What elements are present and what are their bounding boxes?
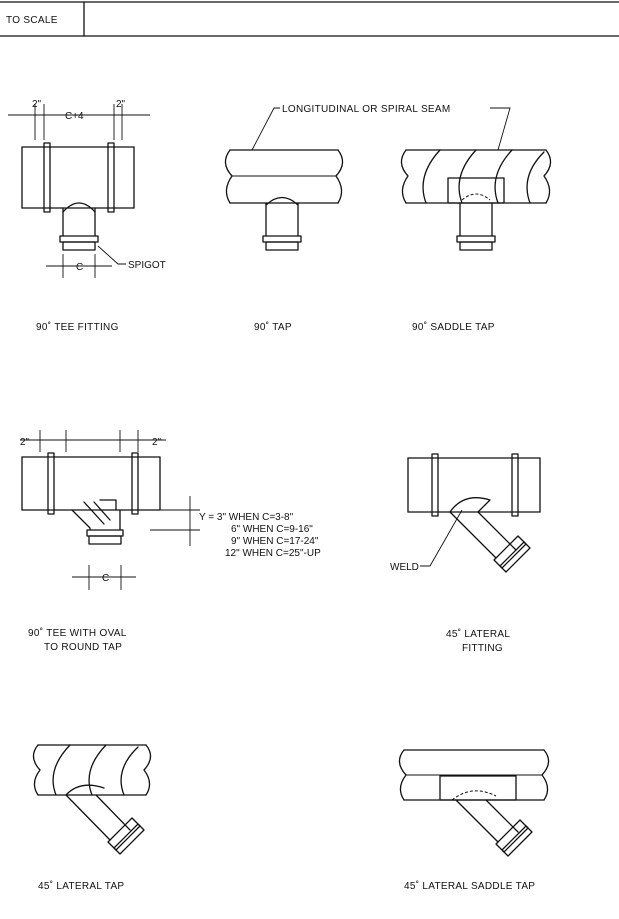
lateral-fitting-caption-line1: 45˚ LATERAL [446, 628, 510, 640]
lateral-fitting-drawing [407, 453, 541, 573]
saddle-tap-caption: 90˚ SADDLE TAP [412, 321, 495, 333]
spigot-label: SPIGOT [128, 260, 166, 271]
y-note-1: Y = 3" WHEN C=3-8" [199, 512, 294, 523]
tee-oval-caption-line2: TO ROUND TAP [44, 642, 122, 653]
lateral-tap-drawing [32, 744, 152, 855]
tee-oval-dim-right: 2" [152, 437, 162, 448]
tee-fitting-dim-right: 2" [116, 99, 126, 110]
tap-caption: 90˚ TAP [254, 321, 292, 333]
weld-label: WELD [390, 562, 419, 573]
seam-label: LONGITUDINAL OR SPIRAL SEAM [282, 104, 451, 115]
tee-oval-dim-c: C [102, 573, 109, 584]
lateral-tap-caption: 45˚ LATERAL TAP [38, 880, 124, 892]
seam-leader-left [251, 107, 280, 151]
lateral-fitting-caption-line2: FITTING [462, 643, 503, 654]
seam-leader-right [490, 107, 511, 151]
y-note-4: 12" WHEN C=25"-UP [225, 548, 321, 559]
tap-drawing [224, 149, 344, 251]
tee-oval-drawing [20, 430, 200, 590]
scale-text: TO SCALE [6, 15, 58, 26]
lateral-saddle-tap-caption: 45˚ LATERAL SADDLE TAP [404, 880, 535, 892]
saddle-tap-drawing [400, 149, 552, 251]
y-note-2: 6" WHEN C=9-16" [231, 524, 313, 535]
tee-fitting-caption: 90˚ TEE FITTING [36, 321, 119, 333]
lateral-saddle-tap-drawing [398, 749, 550, 857]
title-block: TO SCALE [0, 1, 619, 37]
tee-oval-caption-line1: 90˚ TEE WITH OVAL [28, 627, 127, 639]
tee-oval-dim-left: 2" [20, 437, 30, 448]
tee-fitting-dim-left: 2" [32, 99, 42, 110]
tee-fitting-dim-c: C [76, 262, 83, 273]
y-note-3: 9" WHEN C=17-24" [231, 536, 319, 547]
tee-fitting-dim-mid: C+4 [65, 111, 84, 122]
tee-fitting-drawing [8, 104, 150, 278]
